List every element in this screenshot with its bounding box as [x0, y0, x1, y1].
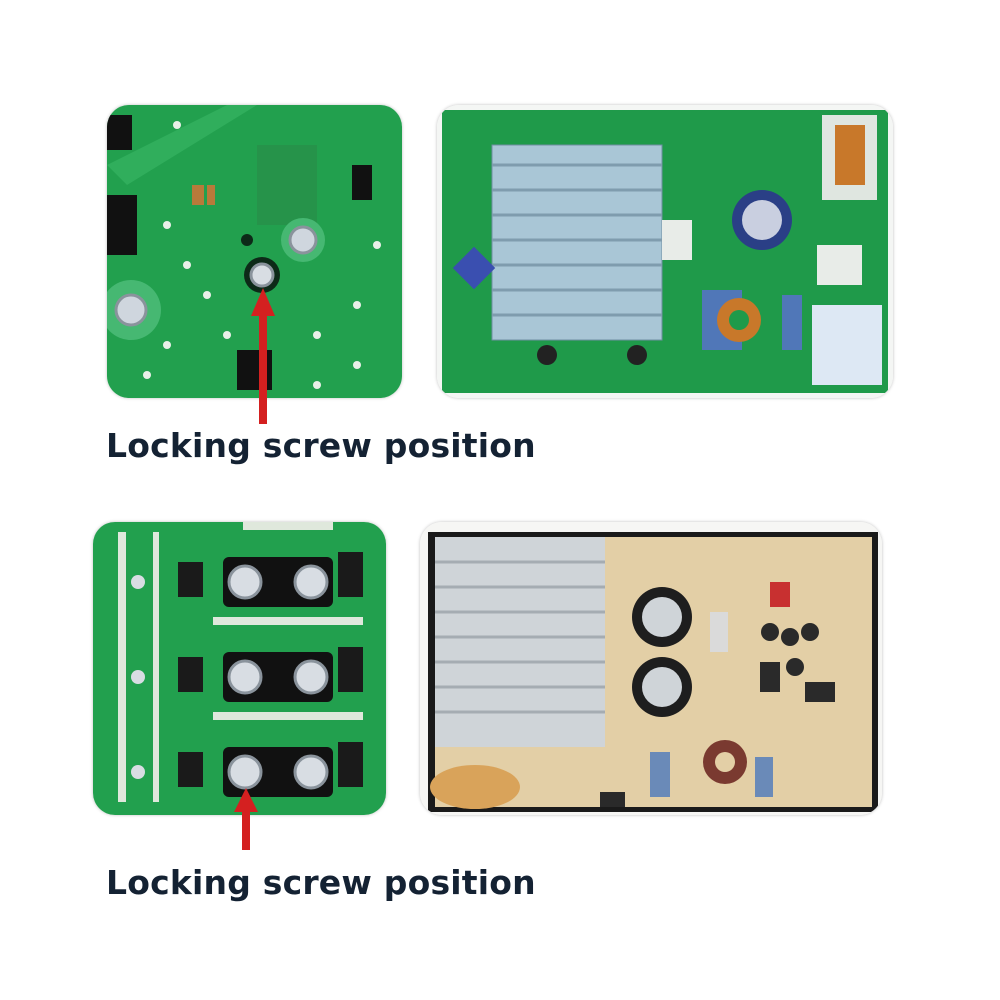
- pcb-board-illustration-1: [437, 105, 893, 398]
- caption-locking-screw-top: Locking screw position: [106, 426, 536, 465]
- pcb-closeup-photo-1: [107, 105, 402, 398]
- pcb-board-illustration-2: [420, 522, 882, 815]
- pcb-closeup-illustration-2: [93, 522, 386, 815]
- pcb-closeup-illustration-1: [107, 105, 402, 398]
- red-arrow-icon: [234, 788, 258, 850]
- pcb-board-photo-2: [420, 522, 882, 815]
- pcb-closeup-photo-2: [93, 522, 386, 815]
- pcb-board-photo-1: [437, 105, 893, 398]
- red-arrow-icon: [251, 288, 275, 424]
- caption-locking-screw-bottom: Locking screw position: [106, 863, 536, 902]
